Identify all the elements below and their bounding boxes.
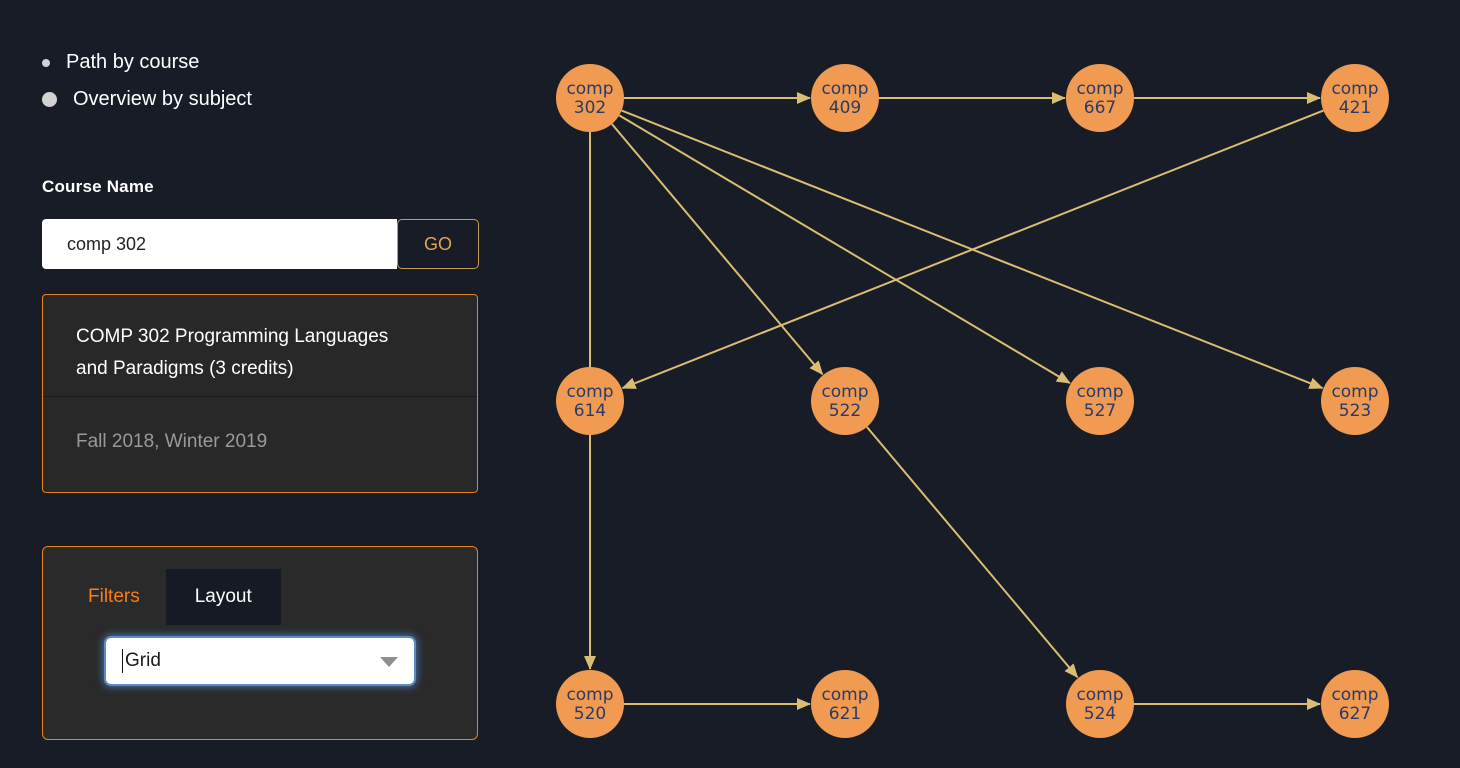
course-title: COMP 302 Programming Languages and Parad…: [76, 326, 389, 379]
radio-label: Path by course: [66, 51, 200, 73]
course-name-label: Course Name: [42, 177, 154, 196]
radio-label: Overview by subject: [73, 88, 252, 110]
radio-unselected-icon[interactable]: [42, 92, 57, 107]
chevron-down-icon[interactable]: [380, 657, 398, 667]
tab-layout[interactable]: Layout: [165, 569, 281, 625]
course-terms: Fall 2018, Winter 2019: [76, 431, 268, 452]
card-divider: [43, 396, 477, 397]
node-circle[interactable]: [811, 367, 879, 435]
node-circle[interactable]: [1066, 367, 1134, 435]
node-circle[interactable]: [1066, 64, 1134, 132]
radio-selected-icon[interactable]: [42, 58, 50, 67]
text-cursor: [122, 649, 123, 673]
layout-select-dropdown[interactable]: Grid: [106, 638, 414, 684]
node-circle[interactable]: [1321, 367, 1389, 435]
node-circle[interactable]: [811, 670, 879, 738]
graph-edges: [584, 92, 1324, 710]
radio-overview-by-subject[interactable]: Overview by subject: [42, 87, 252, 112]
course-search-input[interactable]: [42, 219, 397, 269]
node-circle[interactable]: [811, 64, 879, 132]
tab-filters[interactable]: Filters: [88, 586, 140, 607]
radio-path-by-course[interactable]: Path by course: [42, 50, 252, 75]
node-circle[interactable]: [1066, 670, 1134, 738]
node-circle[interactable]: [556, 670, 624, 738]
node-circle[interactable]: [556, 367, 624, 435]
go-button[interactable]: GO: [397, 219, 479, 269]
layout-select-value: Grid: [125, 650, 161, 671]
node-circle[interactable]: [1321, 64, 1389, 132]
graph-edge-comp421-comp614: [621, 109, 1324, 390]
course-search-row: GO: [42, 219, 479, 269]
course-info-card: COMP 302 Programming Languages and Parad…: [42, 294, 478, 493]
node-circle[interactable]: [1321, 670, 1389, 738]
filters-tabs: Filters Layout: [88, 569, 477, 625]
sidebar: Path by course Overview by subject Cours…: [0, 0, 520, 768]
graph-edge-comp302-comp522: [611, 123, 824, 375]
view-mode-radio-group: Path by course Overview by subject: [42, 50, 252, 124]
filters-panel: Filters Layout Grid: [42, 546, 478, 740]
graph-edge-comp302-comp527: [618, 114, 1071, 384]
graph-edge-comp522-comp524: [866, 426, 1079, 678]
node-circle[interactable]: [556, 64, 624, 132]
